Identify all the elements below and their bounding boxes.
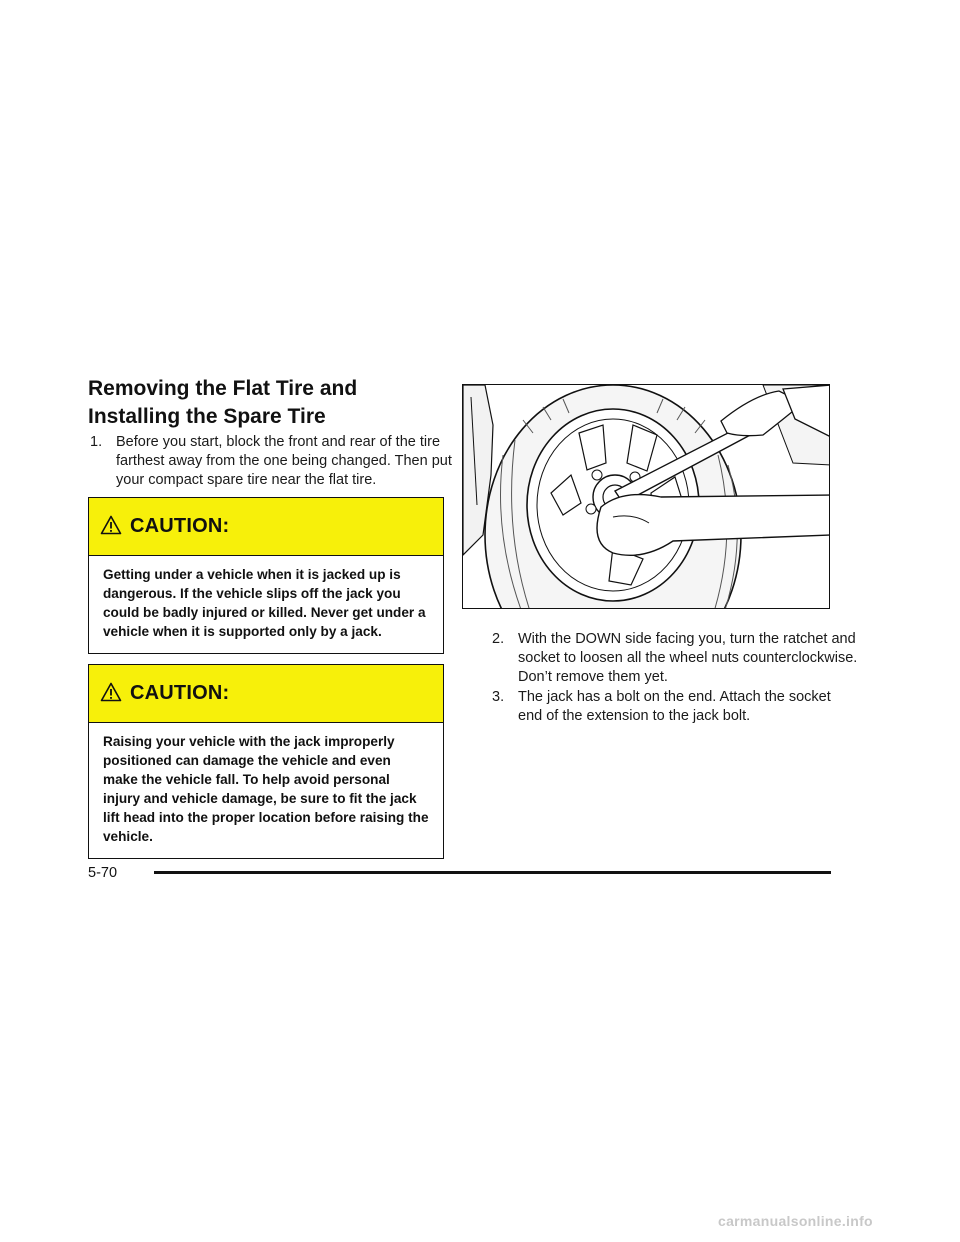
site-watermark: carmanualsonline.info (718, 1213, 873, 1229)
page-number: 5-70 (88, 865, 118, 881)
section-title: Removing the Flat Tire and Installing th… (88, 377, 358, 428)
step-text: The jack has a bolt on the end. Attach t… (518, 689, 831, 724)
caution-label: CAUTION: (130, 682, 230, 704)
caution-text: Getting under a vehicle when it is jacke… (103, 567, 426, 639)
caution-box-jack-position: CAUTION: Raising your vehicle with the j… (88, 664, 444, 859)
step-number: 3. (492, 689, 505, 705)
step-1: 1. Before you start, block the front and … (90, 433, 466, 490)
step-2: 2. With the DOWN side facing you, turn th… (492, 630, 858, 687)
step-number: 1. (90, 434, 103, 450)
wheel-nut-loosening-illustration (462, 384, 830, 609)
footer-rule (154, 871, 831, 874)
step-3: 3. The jack has a bolt on the end. Attach… (492, 688, 858, 726)
caution-header: CAUTION: (89, 665, 443, 723)
step-number: 2. (492, 631, 505, 647)
step-text: With the DOWN side facing you, turn the … (518, 631, 858, 685)
tire-and-wrench-drawing (463, 385, 829, 608)
caution-header: CAUTION: (89, 498, 443, 556)
caution-text: Raising your vehicle with the jack impro… (103, 734, 429, 844)
warning-triangle-icon (100, 682, 122, 701)
caution-label: CAUTION: (130, 515, 230, 537)
step-text: Before you start, block the front and re… (116, 434, 452, 488)
caution-box-jack-safety: CAUTION: Getting under a vehicle when it… (88, 497, 444, 654)
warning-triangle-icon (100, 515, 122, 534)
